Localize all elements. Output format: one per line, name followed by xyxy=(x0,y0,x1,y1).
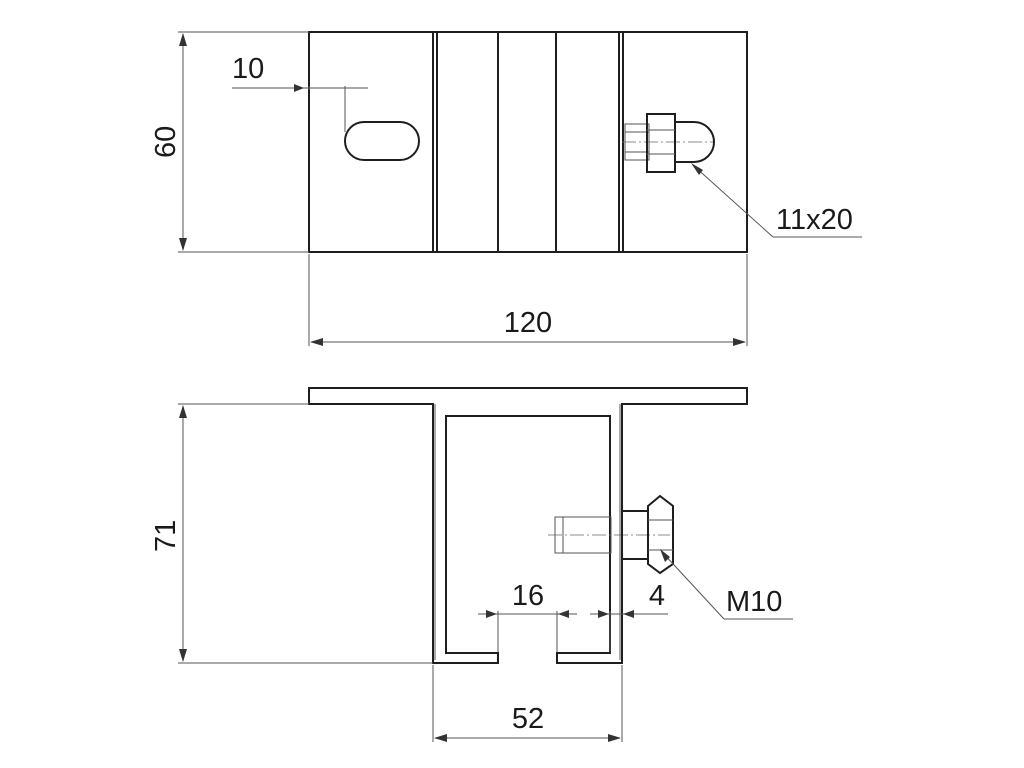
dim-arrow xyxy=(733,338,746,346)
dim-front-height: 71 xyxy=(150,403,433,664)
callout-bolt-label: M10 xyxy=(726,586,782,618)
dim-arrow xyxy=(434,734,447,742)
dim-front-height-label: 71 xyxy=(150,520,182,552)
dim-arrow xyxy=(179,33,187,46)
top-plate-outline xyxy=(308,31,748,253)
dim-top-height: 60 xyxy=(150,31,309,253)
dim-arrow xyxy=(486,610,497,618)
dim-arrow xyxy=(608,734,621,742)
front-view: 71 16 4 52 xyxy=(150,387,793,742)
dim-slot-offset: 10 xyxy=(232,53,368,132)
dim-arrow xyxy=(294,84,304,92)
dim-top-height-label: 60 xyxy=(150,126,182,158)
dim-arrow xyxy=(558,610,569,618)
dim-opening: 16 xyxy=(478,580,577,652)
dim-channel-width-label: 52 xyxy=(512,703,544,735)
dim-arrow xyxy=(179,649,187,662)
leader-arrow xyxy=(660,549,670,562)
dim-top-width-label: 120 xyxy=(504,307,552,339)
dim-wall-label: 4 xyxy=(649,580,665,612)
dim-slot-offset-label: 10 xyxy=(232,53,264,85)
dim-arrow xyxy=(623,610,634,618)
front-bolt-nut xyxy=(647,494,674,575)
dim-channel-width: 52 xyxy=(432,665,623,742)
leader-line xyxy=(661,551,725,620)
dim-top-width: 120 xyxy=(308,254,748,346)
callout-slot: 11x20 xyxy=(691,163,862,238)
channel-profile xyxy=(308,387,748,664)
dim-opening-label: 16 xyxy=(512,580,544,612)
top-bolt xyxy=(622,113,715,173)
slot-hole xyxy=(344,121,420,161)
dim-arrow xyxy=(179,405,187,418)
top-bolt-nut xyxy=(646,113,676,173)
dim-wall: 4 xyxy=(590,580,668,652)
leader-line xyxy=(693,165,774,238)
dim-arrow xyxy=(598,610,609,618)
dim-arrow xyxy=(179,238,187,251)
top-view: 10 60 120 11x20 xyxy=(150,31,862,346)
leader-arrow xyxy=(691,163,703,175)
callout-slot-label: 11x20 xyxy=(776,204,853,236)
callout-bolt: M10 xyxy=(660,549,793,620)
dim-arrow xyxy=(310,338,323,346)
top-bolt-cap xyxy=(675,121,715,163)
